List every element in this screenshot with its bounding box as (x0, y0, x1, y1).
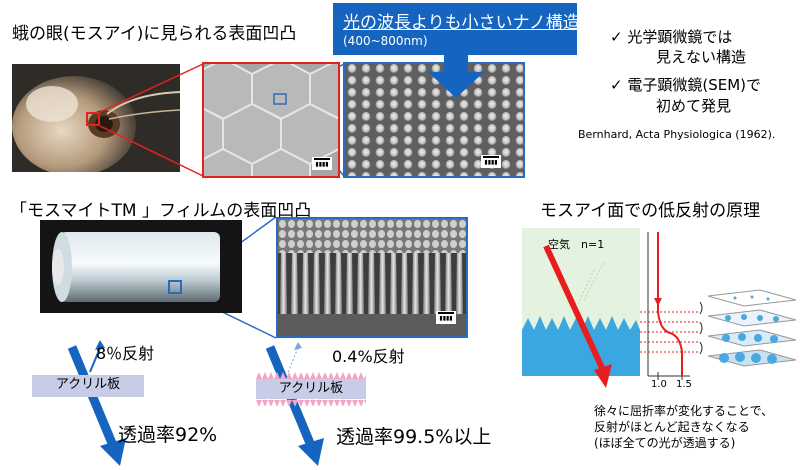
coated-plate-label: アクリル板 (278, 381, 344, 396)
nano-structure-callout: 光の波長よりも小さいナノ構造 (400~800nm) (333, 3, 580, 55)
sem-compound-eye: ▮▮▮▮ (204, 64, 338, 176)
film-surface-highlight (168, 280, 182, 294)
coated-reflect-label: 0.4%反射 (332, 347, 405, 366)
citation: Bernhard, Acta Physiologica (1962). (578, 128, 776, 141)
index-tick-high: 1.5 (676, 379, 692, 390)
callout-down-arrow (428, 54, 484, 98)
plain-acrylic-plate: アクリル板 (32, 375, 144, 397)
compound-eye-frame (202, 62, 340, 178)
film-title: 「モスマイトTM 」フィルムの表面凹凸 (10, 201, 312, 221)
note-line-1: ✓ 光学顕微鏡では (610, 28, 733, 46)
nano-cones-frame (343, 62, 525, 178)
nano-texture-icon (256, 372, 366, 406)
index-tick-low: 1.0 (651, 379, 667, 390)
principle-caption-1: 徐々に屈折率が変化することで、 (594, 404, 774, 418)
air-index-label: 空気 n=1 (548, 238, 605, 251)
sem-nano-cones: ▮▮▮▮ (345, 64, 523, 176)
film-sem-frame (276, 217, 468, 338)
principle-caption-2: 反射がほとんど起きなくなる (594, 420, 750, 434)
moth-eye-highlight (86, 112, 100, 126)
moth-eye-title: 蛾の眼(モスアイ)に見られる表面凹凸 (12, 24, 297, 44)
sem-scale-bar: ▮▮▮▮ (312, 157, 332, 170)
principle-title: モスアイ面での低反射の原理 (540, 201, 761, 221)
principle-caption-3: (ほぼ全ての光が透過する) (594, 436, 736, 450)
sem-scale-bar-2: ▮▮▮▮ (481, 155, 501, 168)
note-line-4: 初めて発見 (656, 97, 732, 115)
check-icon: ✓ (610, 76, 623, 94)
callout-wavelength-range: (400~800nm) (343, 34, 428, 48)
plain-reflect-label: 8％反射 (96, 344, 155, 363)
check-icon: ✓ (610, 28, 623, 46)
note-line-3: ✓ 電子顕微鏡(SEM)で (610, 76, 762, 94)
sem-film-pillars: ▮▮▮▮ (278, 219, 466, 336)
plain-transmit-label: 透過率92% (118, 424, 218, 446)
coated-transmit-label: 透過率99.5%以上 (336, 426, 492, 448)
sem-scale-bar-3: ▮▮▮▮ (436, 311, 456, 324)
coated-acrylic-plate: アクリル板 (256, 372, 366, 406)
note-line-2: 見えない構造 (656, 48, 747, 66)
callout-headline: 光の波長よりも小さいナノ構造 (343, 13, 580, 33)
